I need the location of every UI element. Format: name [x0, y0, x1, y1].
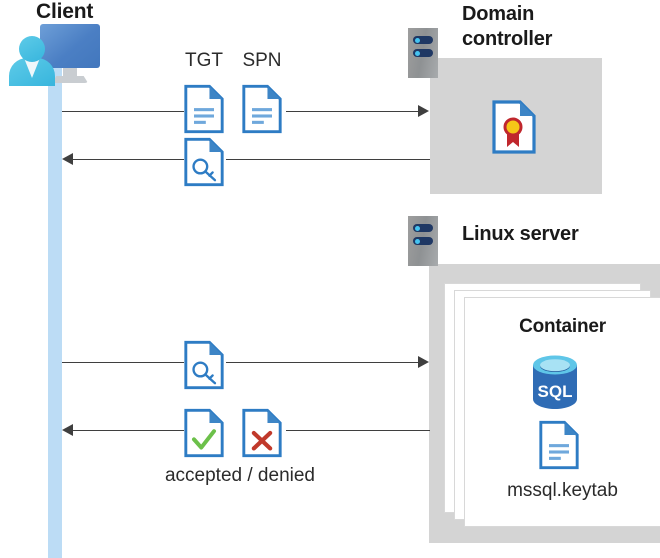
service-ticket-key-document-icon [184, 137, 224, 187]
keytab-filename-label: mssql.keytab [507, 480, 618, 501]
container-card-front[interactable]: Container SQL mssql.keytab [464, 297, 660, 527]
flow-3-line-right [226, 362, 418, 363]
accepted-document-icon [184, 408, 224, 458]
flow-4-line-left [73, 430, 184, 431]
client-title: Client [36, 0, 94, 23]
spn-label: SPN [242, 50, 282, 71]
request-key-document-icon [184, 340, 224, 390]
domain-controller-title-line2: controller [462, 28, 553, 50]
rack-bay-icon [413, 224, 433, 232]
rack-bay-icon [413, 237, 433, 245]
keytab-document-icon [539, 420, 579, 470]
rack-led-icon [415, 37, 420, 43]
rack-led-icon [415, 238, 420, 244]
flow-2-arrowhead [62, 153, 73, 165]
sql-database-icon: SQL [527, 353, 583, 411]
linux-server-title: Linux server [462, 223, 579, 245]
domain-controller-title-line1: Domain [462, 3, 535, 25]
flow-1-line-right [286, 111, 418, 112]
rack-led-icon [415, 225, 420, 231]
tgt-document-icon [184, 84, 224, 134]
tgt-label: TGT [185, 50, 223, 71]
flow-3-arrowhead [418, 356, 429, 368]
flow-4-arrowhead [62, 424, 73, 436]
client-lifeline [48, 62, 62, 558]
accepted-denied-label: accepted / denied [164, 465, 315, 486]
monitor-base-icon [52, 76, 88, 83]
domain-controller-rack-icon [408, 28, 438, 78]
sql-logo-text: SQL [538, 382, 573, 401]
flow-2-line-right [226, 159, 430, 160]
person-head-icon [19, 36, 45, 62]
flow-2-line-left [73, 159, 184, 160]
flow-1-arrowhead [418, 105, 429, 117]
client-desktop-icon [8, 24, 104, 86]
rack-led-icon [415, 50, 420, 56]
monitor-stand-icon [63, 68, 77, 78]
rack-bay-icon [413, 36, 433, 44]
flow-4-line-right [286, 430, 430, 431]
denied-document-icon [242, 408, 282, 458]
linux-server-rack-icon [408, 216, 438, 266]
monitor-screen-icon [40, 24, 100, 68]
certificate-document-icon [492, 100, 536, 154]
flow-1-line-left [62, 111, 184, 112]
flow-3-line-left [62, 362, 184, 363]
spn-document-icon [242, 84, 282, 134]
rack-bay-icon [413, 49, 433, 57]
container-title: Container [519, 316, 606, 337]
